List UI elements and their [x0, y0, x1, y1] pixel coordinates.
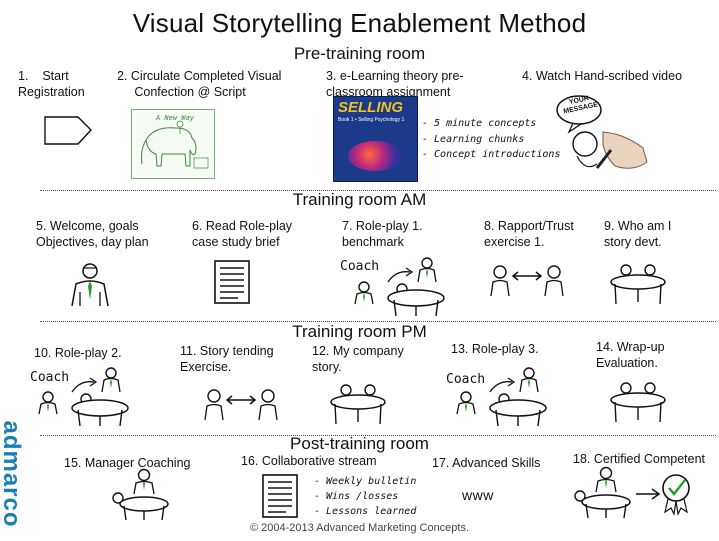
divider [40, 321, 716, 322]
copyright-footer: © 2004-2013 Advanced Marketing Concepts. [249, 522, 470, 534]
collab-note-3: - Lessons learned [314, 506, 417, 517]
section-post-training: Post-training room [290, 434, 429, 453]
coach-label: Coach [446, 372, 486, 387]
step-18-label: 18. Certified Competent [573, 452, 706, 466]
collab-note-1: - Weekly bulletin [314, 476, 417, 487]
step-9-label: 9. Who am I story devt. [604, 219, 672, 249]
collab-note-2: - Wins /losses [314, 491, 399, 502]
step-8-label: 8. Rapport/Trust exercise 1. [484, 219, 574, 249]
step-13-label: 13. Role-play 3. [451, 342, 539, 356]
certified-competent-icon [574, 466, 690, 519]
step-6-label: 6. Read Role-play case study brief [192, 219, 293, 249]
manager-coaching-icon [112, 468, 169, 521]
step-2-label: 2. Circulate Completed Visual Confection… [117, 69, 282, 99]
admarco-logo: admarco [0, 420, 25, 528]
step-7-label: 7. Role-play 1. benchmark [342, 219, 423, 249]
elearning-note-1: - 5 minute concepts [422, 118, 537, 129]
step-17-label: 17. Advanced Skills [432, 456, 541, 470]
brain-icon [348, 141, 402, 171]
roleplay-coach-icon [354, 257, 445, 317]
divider [40, 190, 716, 191]
presenter-person-icon [71, 263, 109, 307]
step-10-label: 10. Role-play 2. [34, 346, 122, 360]
step-4-label: 4. Watch Hand-scribed video [522, 69, 683, 83]
selling-book-cover: SELLING Book 1 • Selling Psychology 1 [333, 96, 418, 182]
hand-drawing-video-icon [556, 95, 648, 169]
page-title: Visual Storytelling Enablement Method [132, 8, 587, 38]
rapport-exchange-icon [490, 265, 564, 297]
step-1-label: 1. Start Registration [18, 69, 85, 99]
section-pre-training: Pre-training room [293, 44, 426, 63]
step-14-label: 14. Wrap-up Evaluation. [596, 340, 665, 370]
visual-confection-sketch: A New Way [131, 109, 215, 179]
group-table-icon [330, 384, 386, 425]
step-3-label: 3. e-Learning theory pre- classroom assi… [326, 69, 464, 99]
roleplay-coach-icon [456, 367, 547, 427]
group-table-icon [610, 264, 666, 305]
start-tag-icon [44, 116, 92, 145]
www-link-text: www [462, 487, 494, 503]
group-table-icon [610, 382, 666, 423]
section-training-pm: Training room PM [292, 322, 427, 341]
story-exchange-icon [204, 389, 278, 421]
step-11-label: 11. Story tending Exercise. [180, 344, 274, 374]
step-5-label: 5. Welcome, goals Objectives, day plan [36, 219, 149, 249]
step-15-label: 15. Manager Coaching [64, 456, 191, 470]
elephant-icon [141, 120, 209, 169]
elearning-note-2: - Learning chunks [422, 134, 525, 145]
section-training-am: Training room AM [292, 190, 427, 209]
step-16-label: 16. Collaborative stream [241, 454, 377, 468]
roleplay-coach-icon [38, 367, 129, 427]
elearning-note-3: - Concept introductions [422, 149, 561, 160]
coach-label: Coach [30, 370, 70, 385]
case-study-document-icon [214, 260, 250, 304]
coach-label: Coach [340, 259, 380, 274]
step-12-label: 12. My company story. [312, 344, 404, 374]
bulletin-document-icon [262, 474, 298, 518]
divider [40, 435, 716, 436]
